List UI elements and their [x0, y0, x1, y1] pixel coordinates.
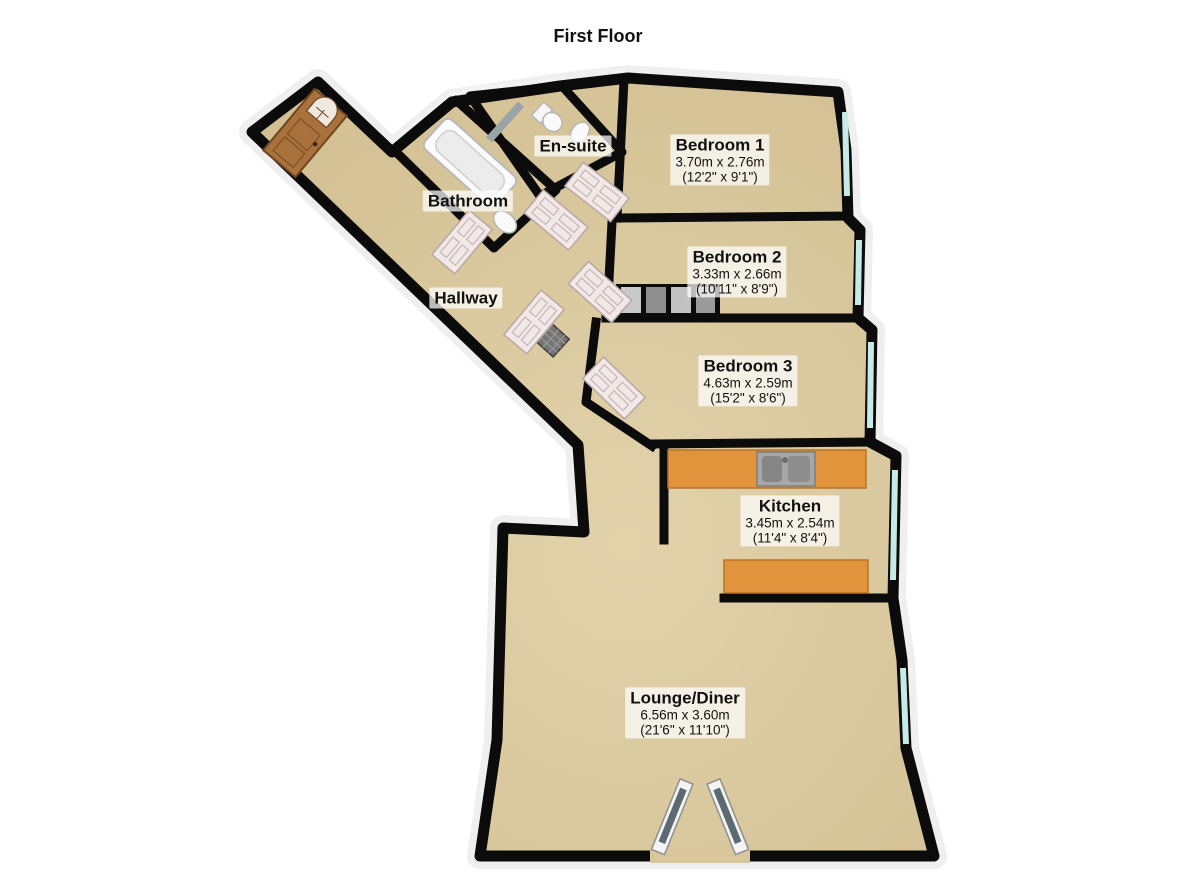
room-dim-imperial: (10'11" x 8'9") [695, 281, 779, 297]
room-label-bedroom3: Bedroom 3 4.63m x 2.59m (15'2" x 8'6") [698, 355, 798, 407]
room-label-lounge: Lounge/Diner 6.56m x 3.60m (21'6" x 11'1… [625, 687, 745, 739]
room-dim-imperial: (12'2" x 9'1") [682, 169, 758, 185]
room-name: Hallway [434, 288, 498, 308]
entrance-door [261, 87, 349, 179]
room-name: Bedroom 2 [692, 247, 782, 267]
room-dim-imperial: (11'4" x 8'4") [752, 530, 828, 546]
room-dim-metric: 4.63m x 2.59m [703, 375, 793, 391]
ensuite-toilet [530, 100, 563, 133]
room-label-kitchen: Kitchen 3.45m x 2.54m (11'4" x 8'4") [740, 495, 840, 547]
kitchen-window [890, 469, 898, 581]
room-dim-metric: 3.45m x 2.54m [745, 515, 835, 531]
windows [842, 111, 909, 745]
room-dim-metric: 3.70m x 2.76m [675, 154, 765, 170]
room-label-ensuite: En-suite [534, 135, 612, 157]
room-label-bedroom1: Bedroom 1 3.70m x 2.76m (12'2" x 9'1") [670, 134, 770, 186]
room-dim-imperial: (21'6" x 11'10") [640, 722, 730, 738]
room-name: Bedroom 3 [703, 356, 793, 376]
room-dim-metric: 6.56m x 3.60m [640, 707, 730, 723]
kitchen-counter-bottom [723, 559, 869, 594]
bedroom3-window [867, 341, 874, 429]
room-label-hallway: Hallway [429, 287, 503, 309]
bathroom-sink [492, 210, 518, 234]
french-doors [650, 777, 750, 863]
bedroom1-window [842, 111, 850, 197]
page-title: First Floor [553, 25, 643, 46]
room-label-bathroom: Bathroom [422, 190, 514, 212]
room-name: Bathroom [427, 191, 509, 211]
walls [252, 78, 934, 856]
room-dim-metric: 3.33m x 2.66m [692, 266, 782, 282]
bathtub [422, 117, 518, 209]
room-name: Lounge/Diner [630, 688, 740, 708]
bedroom2-window [855, 239, 862, 306]
room-name: En-suite [539, 136, 607, 156]
ensuite-shower-screen [485, 101, 525, 143]
lounge-window [900, 667, 909, 745]
room-name: Kitchen [758, 496, 822, 516]
kitchen-sink [756, 451, 816, 487]
room-label-bedroom2: Bedroom 2 3.33m x 2.66m (10'11" x 8'9") [687, 246, 787, 298]
room-dim-imperial: (15'2" x 8'6") [710, 390, 786, 406]
room-name: Bedroom 1 [675, 135, 765, 155]
